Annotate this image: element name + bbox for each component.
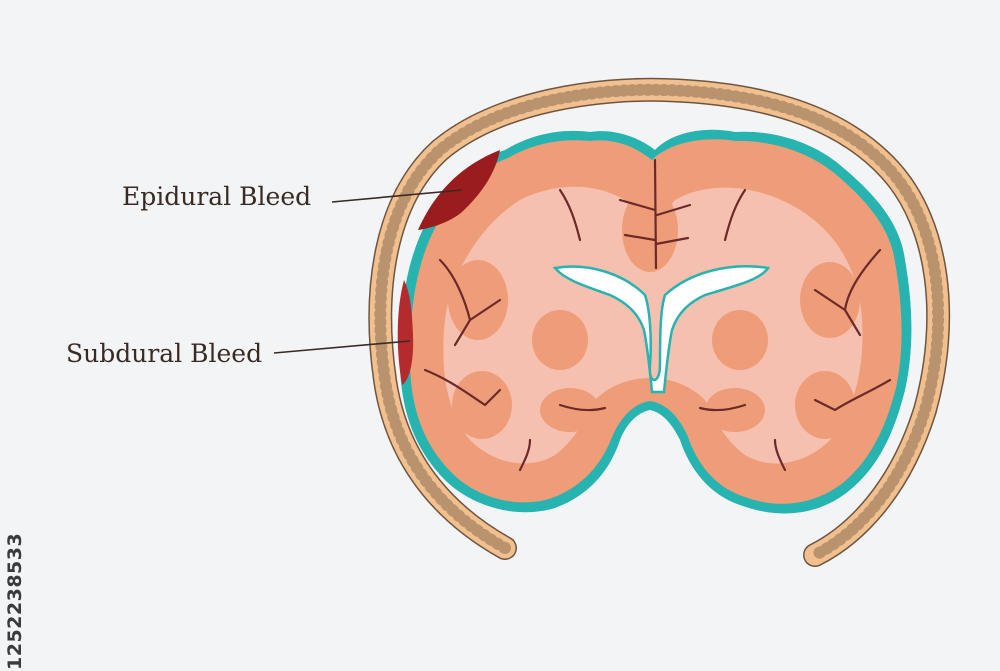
- gyrus: [622, 188, 678, 272]
- sulcus: [773, 438, 787, 472]
- sulcus: [813, 248, 882, 337]
- epidural-leader-line: [331, 189, 463, 203]
- white-matter: [443, 186, 863, 464]
- gyrus: [452, 371, 512, 439]
- skull-speckle: [374, 83, 945, 561]
- lateral-ventricles: [552, 265, 771, 394]
- brain: [400, 129, 912, 514]
- subdural-bleed-label: Subdural Bleed: [66, 339, 263, 368]
- gyrus: [540, 388, 600, 432]
- gyrus: [705, 388, 765, 432]
- subdural-bleed: [397, 280, 414, 385]
- longitudinal-fissure: [653, 158, 658, 270]
- subdural-leader-line: [273, 340, 411, 354]
- sulcus: [618, 198, 692, 246]
- sulcus: [698, 403, 747, 412]
- gyrus: [532, 310, 588, 370]
- leader-lines: [273, 189, 463, 354]
- stock-id-text: 1252238533: [4, 532, 26, 670]
- gyrus: [448, 260, 508, 340]
- epidural-bleed-label: Epidural Bleed: [122, 182, 312, 211]
- gyrus: [712, 310, 768, 370]
- sulcus: [438, 258, 502, 347]
- sulcus: [423, 368, 502, 407]
- skull: [368, 77, 951, 567]
- sulcus: [518, 438, 532, 472]
- sulcus: [813, 378, 892, 412]
- sulcus: [723, 188, 747, 242]
- sulcus: [558, 403, 607, 412]
- gyri: [448, 188, 860, 439]
- sulcus: [558, 188, 582, 242]
- sulci: [423, 158, 892, 472]
